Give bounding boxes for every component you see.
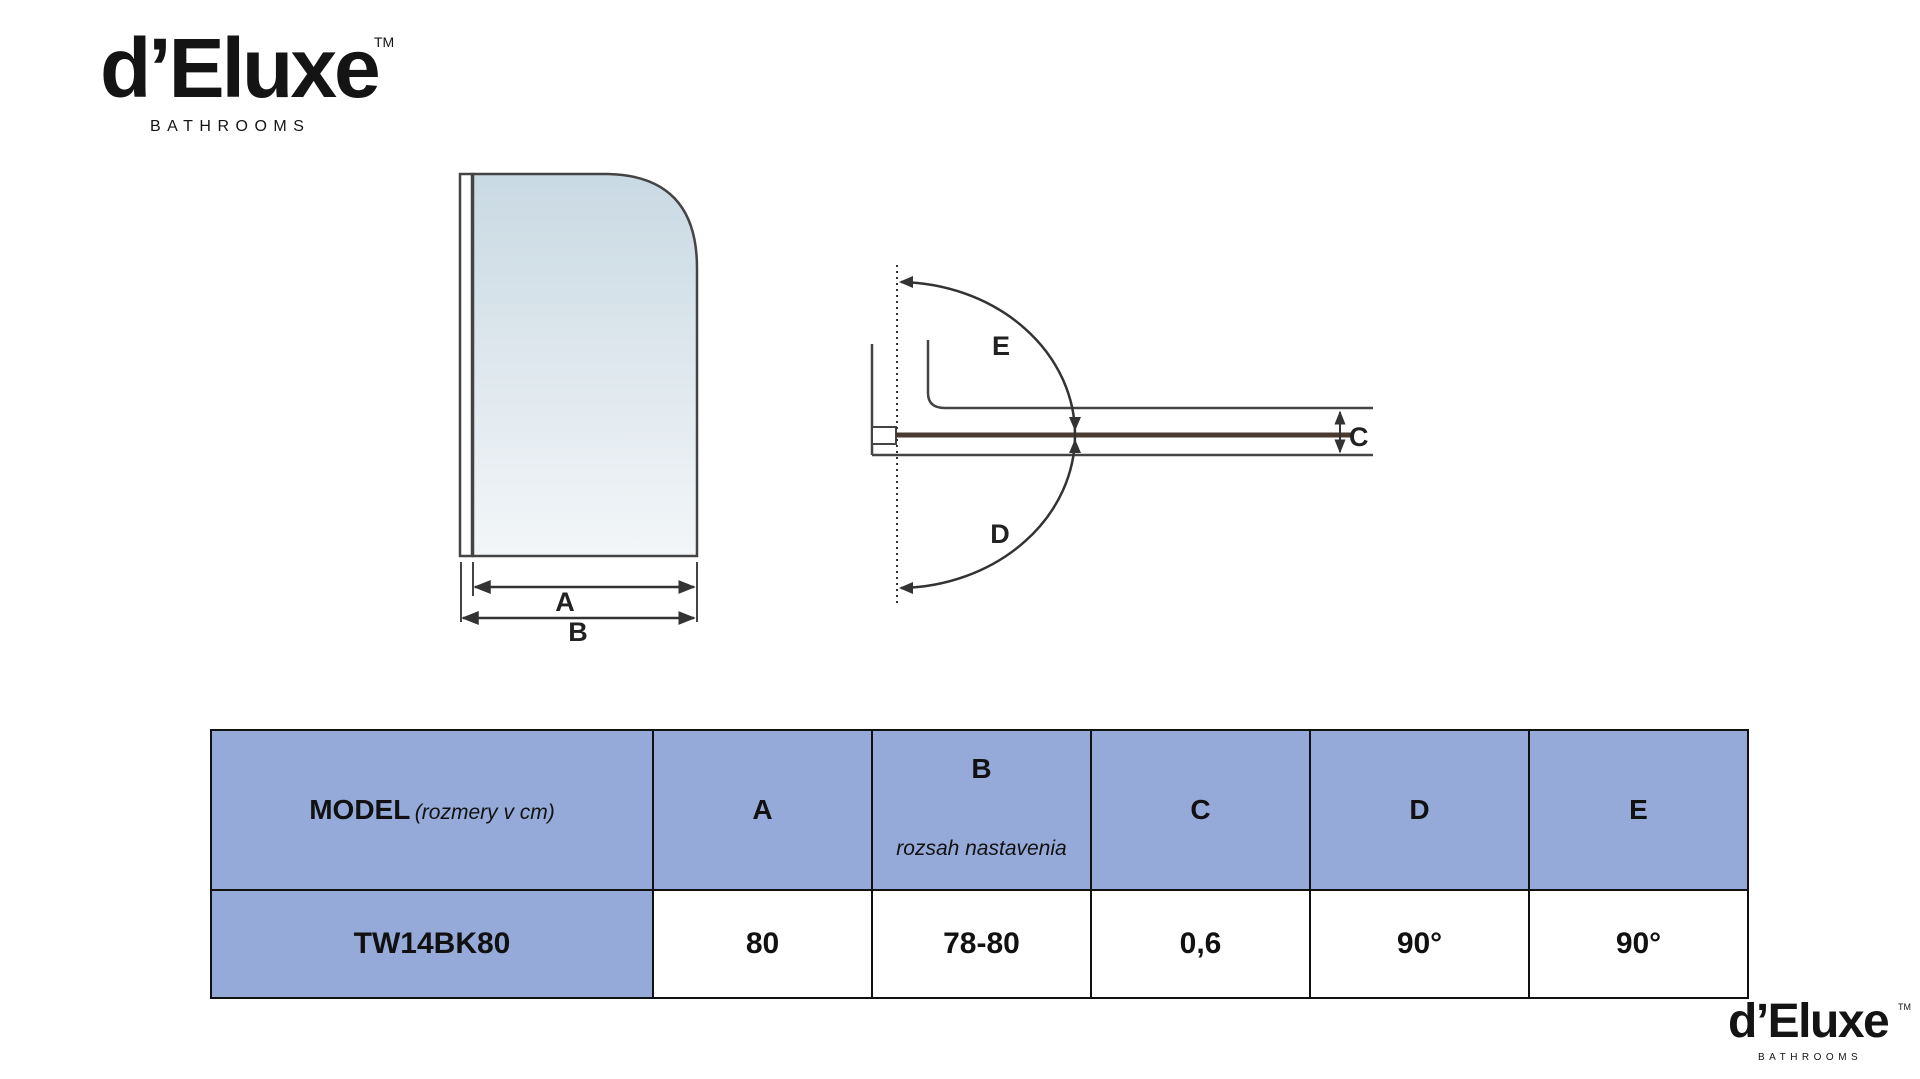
brand-logo-footer-subtitle: BATHROOMS	[1758, 1052, 1863, 1063]
label-a: A	[555, 587, 575, 617]
header-b-label: B	[971, 753, 992, 784]
label-d: D	[990, 519, 1010, 549]
cell-model-value: TW14BK80	[353, 927, 511, 960]
header-c: C	[1090, 729, 1311, 891]
label-b: B	[568, 617, 588, 647]
brand-logo-text: d’Eluxe	[100, 21, 381, 115]
brand-logo-subtitle: BATHROOMS	[150, 118, 311, 135]
header-model-note: (rozmery v cm)	[414, 801, 555, 824]
label-e: E	[992, 331, 1010, 361]
brand-logo-footer: d’Eluxe TM BATHROOMS	[1728, 998, 1918, 1068]
hinge-block	[871, 426, 897, 445]
table-header-row: MODEL (rozmery v cm) A B rozsah nastaven…	[210, 729, 1749, 891]
cell-d-value: 90°	[1396, 927, 1443, 960]
header-model-label: MODEL	[309, 794, 411, 825]
cell-model: TW14BK80	[210, 889, 654, 999]
cell-a-value: 80	[745, 927, 780, 960]
front-view: A B	[458, 172, 699, 647]
top-view: C E D	[870, 265, 1373, 605]
cell-a: 80	[652, 889, 873, 999]
brand-logo: d’Eluxe TM BATHROOMS	[100, 26, 420, 136]
cell-b: 78-80	[871, 889, 1092, 999]
cell-c-value: 0,6	[1179, 927, 1222, 960]
cell-e-value: 90°	[1615, 927, 1662, 960]
table-row: TW14BK80 80 78-80 0,6 90° 90°	[210, 889, 1749, 999]
swing-arc	[900, 280, 1077, 590]
technical-diagram: A B C E D	[458, 172, 1373, 647]
header-c-label: C	[1190, 794, 1211, 825]
glass-panel	[471, 172, 699, 558]
header-e-label: E	[1629, 794, 1648, 825]
header-e: E	[1528, 729, 1749, 891]
header-b-note: rozsah nastavenia	[896, 837, 1067, 860]
cell-c: 0,6	[1090, 889, 1311, 999]
header-model: MODEL (rozmery v cm)	[210, 729, 654, 891]
wall-profile	[458, 172, 474, 558]
brand-logo-tm: TM	[374, 34, 395, 50]
brand-logo-footer-text: d’Eluxe	[1728, 995, 1890, 1048]
label-c: C	[1349, 422, 1369, 452]
header-d-label: D	[1409, 794, 1430, 825]
bathtub-edge	[926, 340, 1373, 410]
cell-e: 90°	[1528, 889, 1749, 999]
brand-logo-footer-tm: TM	[1898, 1002, 1911, 1012]
cell-d: 90°	[1309, 889, 1530, 999]
header-a-label: A	[752, 794, 773, 825]
header-a: A	[652, 729, 873, 891]
header-b: B rozsah nastavenia	[871, 729, 1092, 891]
header-d: D	[1309, 729, 1530, 891]
spec-table: MODEL (rozmery v cm) A B rozsah nastaven…	[210, 729, 1749, 999]
cell-b-value: 78-80	[943, 927, 1020, 960]
